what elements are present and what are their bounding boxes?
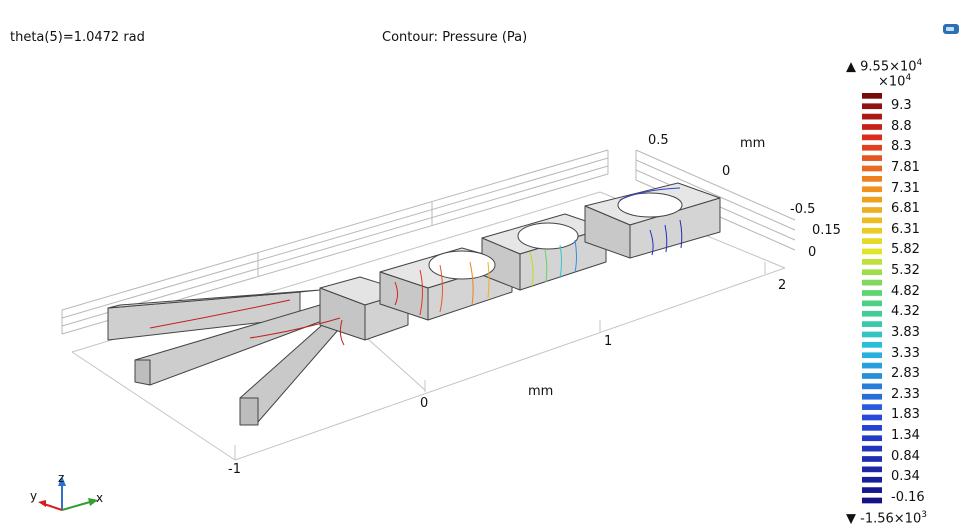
colorbar-stripe <box>862 227 882 234</box>
colorbar-tick-label: 1.83 <box>891 407 920 423</box>
colorbar-stripe <box>862 279 882 286</box>
colorbar-stripe <box>862 269 882 276</box>
y-tick-1: 1 <box>604 334 613 349</box>
x-tick-neg05: -0.5 <box>790 202 816 217</box>
colorbar-stripe <box>862 497 882 504</box>
colorbar-stripe <box>862 435 882 442</box>
chambers <box>428 192 683 280</box>
colorbar-stripe <box>862 373 882 379</box>
colorbar-tick-label: 1.34 <box>891 428 920 444</box>
colorbar-mult-exp: 4 <box>905 73 912 83</box>
colorbar-stripe <box>862 217 882 224</box>
colorbar-stripe <box>862 310 882 317</box>
colorbar-stripe <box>862 144 882 151</box>
3d-scene[interactable] <box>0 0 840 531</box>
colorbar-stripe <box>862 352 882 359</box>
colorbar-tick-label: 9.3 <box>891 98 912 113</box>
colorbar-stripe <box>862 290 882 296</box>
colorbar-tick-label: 6.31 <box>891 221 920 237</box>
colorbar-tick-label: 6.81 <box>891 201 920 217</box>
colorbar-max-text: 9.55×10 <box>860 59 917 75</box>
triad-y: y <box>30 489 38 503</box>
x-tick-015: 0.15 <box>812 223 841 238</box>
x-tick-0: 0 <box>808 245 817 260</box>
colorbar-stripe <box>862 331 882 338</box>
colorbar-tick-label: 5.82 <box>891 242 920 258</box>
colorbar-mult-text: ×10 <box>878 74 906 90</box>
param-label: theta(5)=1.0472 rad <box>10 30 145 45</box>
colorbar-stripe <box>862 425 882 431</box>
colorbar-stripe <box>862 383 882 390</box>
triad-x: x <box>96 491 104 505</box>
colorbar-tick-label: -0.16 <box>891 490 925 505</box>
colorbar-tick-label: 8.3 <box>891 139 912 155</box>
colorbar-min-exp: 3 <box>921 510 927 520</box>
colorbar-stripe <box>862 155 882 161</box>
colorbar-tick-label: 4.82 <box>891 283 920 299</box>
colorbar-tick-label: 7.31 <box>891 180 920 196</box>
colorbar-stripe <box>862 124 882 130</box>
colorbar-stripe <box>862 393 882 400</box>
colorbar-stripe <box>862 321 882 327</box>
colorbar-stripe <box>862 113 882 120</box>
y-unit: mm <box>528 384 554 399</box>
colorbar-stripe <box>862 134 882 141</box>
colorbar-stripe <box>862 238 882 244</box>
colorbar-stripe <box>862 487 882 493</box>
z-tick-0: 0 <box>722 164 731 179</box>
colorbar-tick-label: 0.34 <box>891 469 920 485</box>
y-tick-0: 0 <box>420 396 429 411</box>
colorbar-stripe <box>862 466 882 473</box>
colorbar-multiplier: ×104 <box>878 73 911 89</box>
colorbar-stripe <box>862 445 882 452</box>
grid-back-wall <box>61 149 609 335</box>
axis-triad <box>38 476 98 511</box>
colorbar-tick-label: 2.83 <box>891 366 920 382</box>
colorbar-tick-label: 3.83 <box>891 324 920 340</box>
colorbar-tick-label: 2.33 <box>891 386 920 402</box>
colorbar-min-text: -1.56×10 <box>860 511 922 527</box>
colorbar-max: ▲ 9.55×104 <box>846 58 922 74</box>
colorbar <box>862 93 882 504</box>
colorbar-max-exp: 4 <box>916 58 923 68</box>
z-tick-05: 0.5 <box>648 133 669 148</box>
colorbar-stripe <box>862 414 882 421</box>
pressure-contours <box>149 187 683 346</box>
geometry <box>107 182 721 426</box>
colorbar-stripe <box>862 404 882 410</box>
colorbar-tick-label: 4.32 <box>891 304 920 320</box>
max-arrow-icon: ▲ <box>846 59 856 75</box>
colorbar-stripe <box>862 165 882 172</box>
colorbar-tick-label: 7.81 <box>891 159 920 175</box>
colorbar-tick-label: 8.8 <box>891 118 912 134</box>
camera-icon[interactable] <box>942 22 960 36</box>
colorbar-stripe <box>862 476 882 483</box>
y-tick-neg1: -1 <box>228 462 241 477</box>
plot-title: Contour: Pressure (Pa) <box>382 30 528 45</box>
colorbar-tick-label: 0.84 <box>891 448 920 464</box>
z-unit: mm <box>740 136 766 151</box>
colorbar-stripe <box>862 300 882 307</box>
colorbar-stripe <box>862 93 882 99</box>
y-tick-2: 2 <box>778 278 787 293</box>
colorbar-min: ▼ -1.56×103 <box>846 510 927 526</box>
triad-z: z <box>58 471 65 485</box>
min-arrow-icon: ▼ <box>846 511 856 527</box>
colorbar-stripe <box>862 259 882 265</box>
colorbar-stripe <box>862 186 882 193</box>
colorbar-stripe <box>862 103 882 110</box>
colorbar-stripe <box>862 342 882 348</box>
colorbar-tick-label: 5.32 <box>891 263 920 279</box>
colorbar-stripe <box>862 362 882 369</box>
colorbar-stripe <box>862 456 882 462</box>
colorbar-stripe <box>862 176 882 182</box>
colorbar-stripe <box>862 207 882 213</box>
colorbar-tick-label: 3.33 <box>891 345 920 361</box>
colorbar-stripe <box>862 196 882 203</box>
colorbar-stripe <box>862 248 882 255</box>
